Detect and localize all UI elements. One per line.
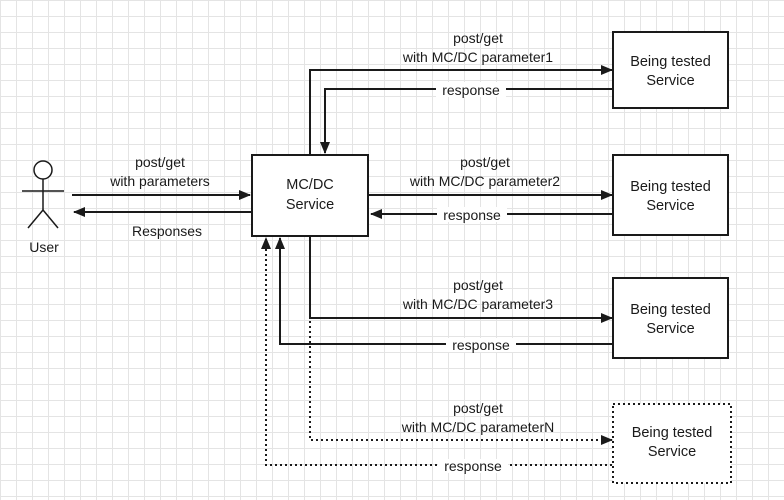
response-label-1: response <box>442 82 500 98</box>
request-label-1-line1: post/get <box>453 30 503 46</box>
request-label-3-line2: with MC/DC parameter3 <box>402 296 553 312</box>
mcdc-service-line1: MC/DC <box>286 177 334 193</box>
user-right-leg-icon <box>42 209 59 229</box>
user-request-label-line2: with parameters <box>109 173 210 189</box>
request-label-n-line2: with MC/DC parameterN <box>401 419 554 435</box>
request-arrow-n <box>309 236 613 445</box>
user-label: User <box>29 239 59 255</box>
user-request-label-line1: post/get <box>135 154 185 170</box>
mcdc-service-box: MC/DC Service <box>251 154 369 237</box>
request-label-3-line1: post/get <box>453 277 503 293</box>
tested-service-1-line1: Being tested <box>630 54 711 70</box>
tested-service-n-line2: Service <box>648 444 696 460</box>
response-label-2: response <box>443 207 501 223</box>
request-label-2-line1: post/get <box>460 154 510 170</box>
request-label-n-line1: post/get <box>453 400 503 416</box>
tested-service-box-3: Being tested Service <box>612 277 729 359</box>
user-left-leg-icon <box>27 209 44 229</box>
tested-service-2-line2: Service <box>646 198 694 214</box>
tested-service-3-line2: Service <box>646 321 694 337</box>
request-arrow-1 <box>309 65 613 155</box>
response-arrow-1 <box>320 88 612 154</box>
tested-service-box-n: Being tested Service <box>612 403 732 484</box>
user-head-icon <box>33 160 53 180</box>
user-actor: User <box>22 160 64 255</box>
request-label-1-line2: with MC/DC parameter1 <box>402 49 553 65</box>
tested-service-box-1: Being tested Service <box>612 31 729 109</box>
tested-service-1-line2: Service <box>646 73 694 89</box>
request-label-2-line2: with MC/DC parameter2 <box>409 173 560 189</box>
mcdc-service-line2: Service <box>286 197 334 213</box>
tested-service-3-line1: Being tested <box>630 302 711 318</box>
response-label-3: response <box>452 337 510 353</box>
tested-service-2-line1: Being tested <box>630 179 711 195</box>
tested-service-box-2: Being tested Service <box>612 154 729 236</box>
tested-service-n-line1: Being tested <box>632 425 713 441</box>
user-response-label: Responses <box>132 223 202 239</box>
response-label-n: response <box>444 458 502 474</box>
response-arrow-3 <box>275 237 612 345</box>
